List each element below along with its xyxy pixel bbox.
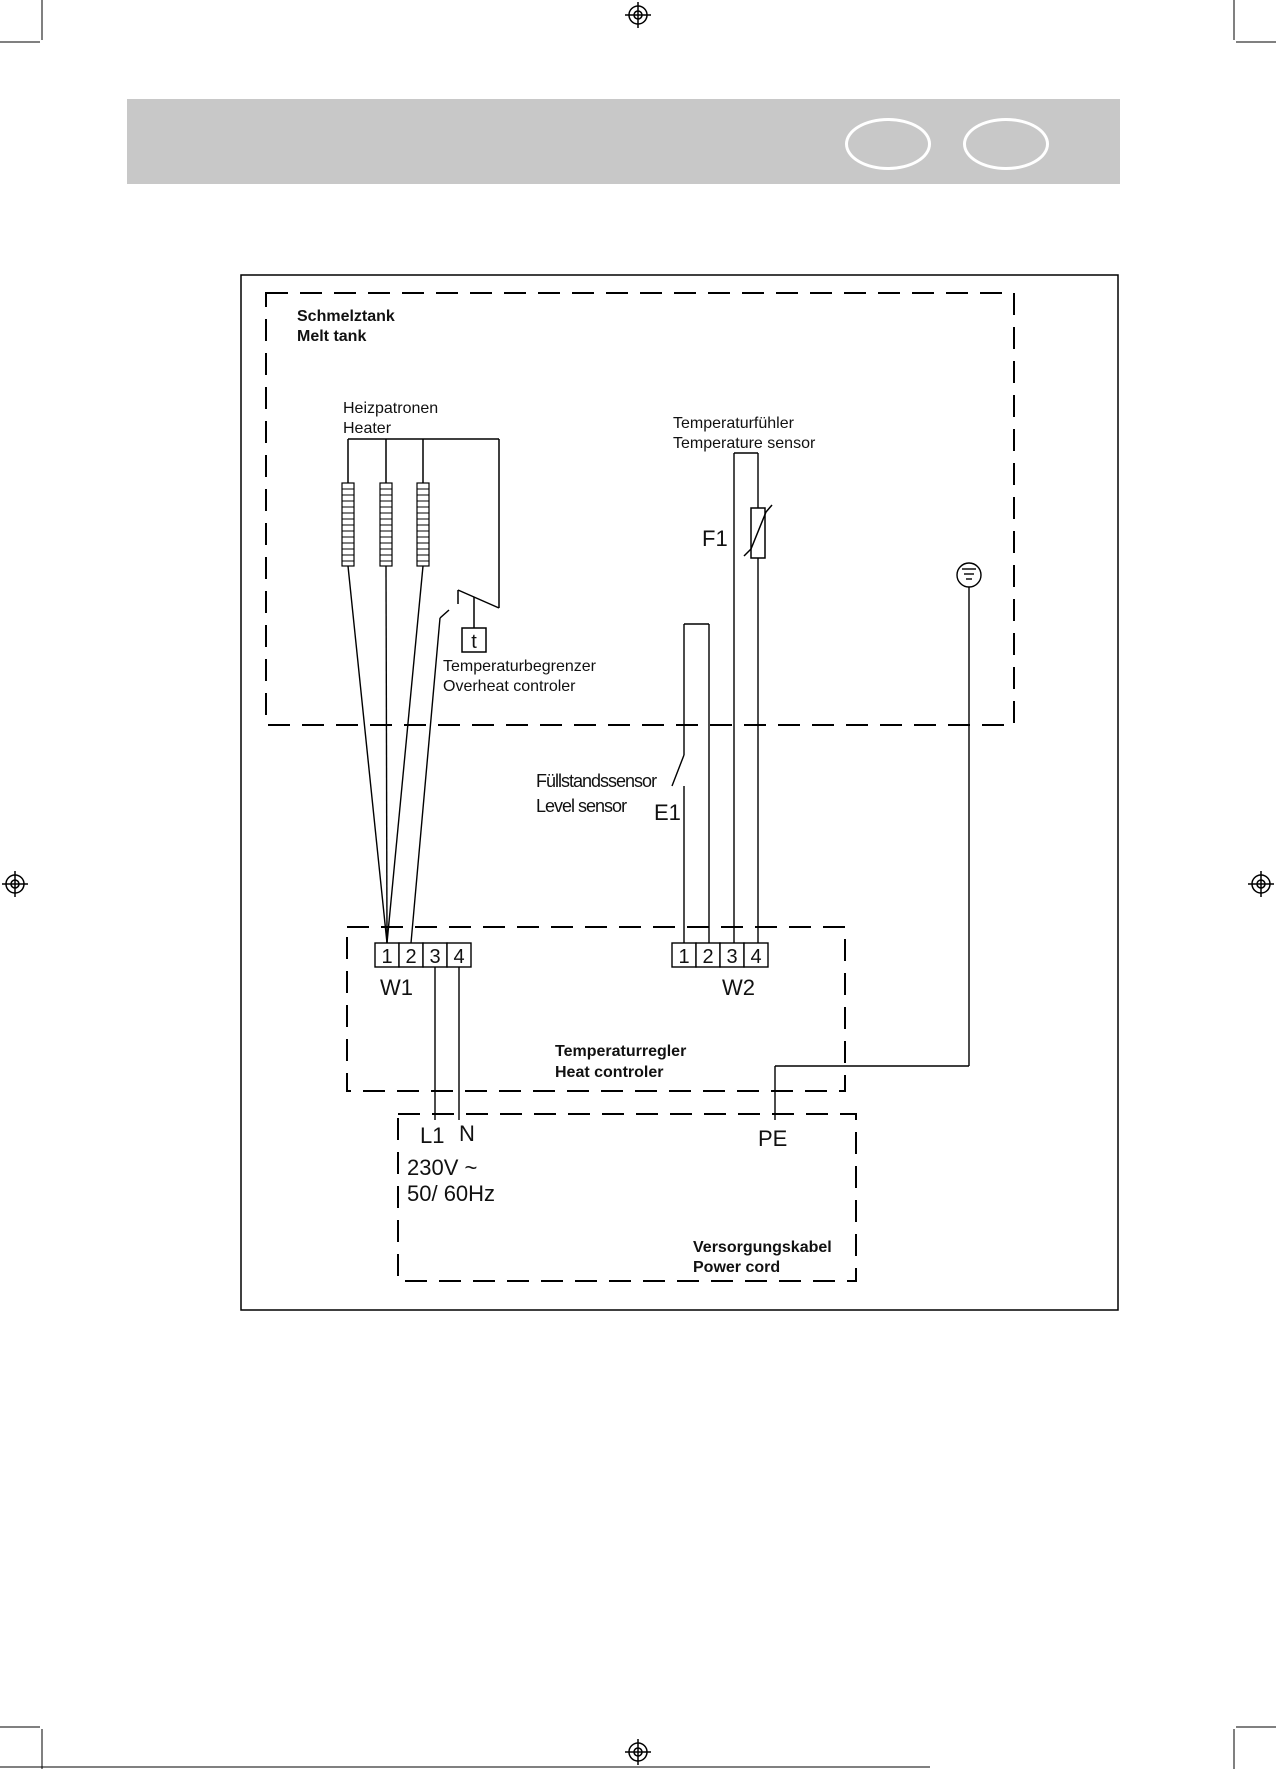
power-l1: L1: [420, 1123, 444, 1148]
temp-sensor-label-de: Temperaturfühler: [673, 415, 795, 432]
w2-id: W2: [722, 975, 755, 1000]
heater-label-de: Heizpatronen: [343, 400, 438, 417]
level-sensor-wires: [672, 624, 709, 943]
w2-pin-2: 2: [702, 946, 713, 968]
level-sensor-id: E1: [654, 800, 681, 825]
overheat-label-de: Temperaturbegrenzer: [443, 658, 597, 675]
w1-pin-2: 2: [405, 946, 416, 968]
w1-id: W1: [380, 975, 413, 1000]
level-sensor-label-de: Füllstandssensor: [536, 771, 657, 791]
level-sensor-label-en: Level sensor: [536, 796, 627, 816]
registration-mark-bottom: [625, 1739, 651, 1765]
melt-tank-title-de: Schmelztank: [297, 308, 395, 325]
melt-tank-box: [266, 293, 1014, 725]
power-voltage: 230V ~: [407, 1155, 477, 1180]
overheat-switch: [440, 590, 499, 628]
w2-pin-4: 4: [750, 946, 761, 968]
power-n: N: [459, 1121, 475, 1146]
power-pe: PE: [758, 1126, 787, 1151]
temp-sensor-label-en: Temperature sensor: [673, 435, 816, 452]
melt-tank-title-en: Melt tank: [297, 328, 366, 345]
power-cord-label-en: Power cord: [693, 1259, 780, 1276]
w2-pin-1: 1: [678, 946, 689, 968]
heater-wires: [348, 566, 440, 943]
registration-mark-right: [1248, 871, 1274, 897]
power-cord-label-de: Versorgungskabel: [693, 1239, 832, 1256]
ground-symbol: [775, 563, 981, 1120]
temp-sensor-id: F1: [702, 526, 728, 551]
overheat-label-en: Overheat controler: [443, 678, 576, 695]
power-wires: [435, 967, 459, 1120]
overheat-symbol: t: [471, 631, 477, 653]
w2-pin-3: 3: [726, 946, 737, 968]
w1-pin-3: 3: [429, 946, 440, 968]
registration-mark-left: [2, 871, 28, 897]
power-frequency: 50/ 60Hz: [407, 1181, 495, 1206]
heat-controller-label-de: Temperaturregler: [555, 1043, 686, 1060]
w1-pin-4: 4: [453, 946, 464, 968]
heater-label-en: Heater: [343, 420, 392, 437]
heat-controller-label-en: Heat controler: [555, 1064, 663, 1081]
registration-mark-top: [625, 2, 651, 28]
w1-pin-1: 1: [381, 946, 392, 968]
